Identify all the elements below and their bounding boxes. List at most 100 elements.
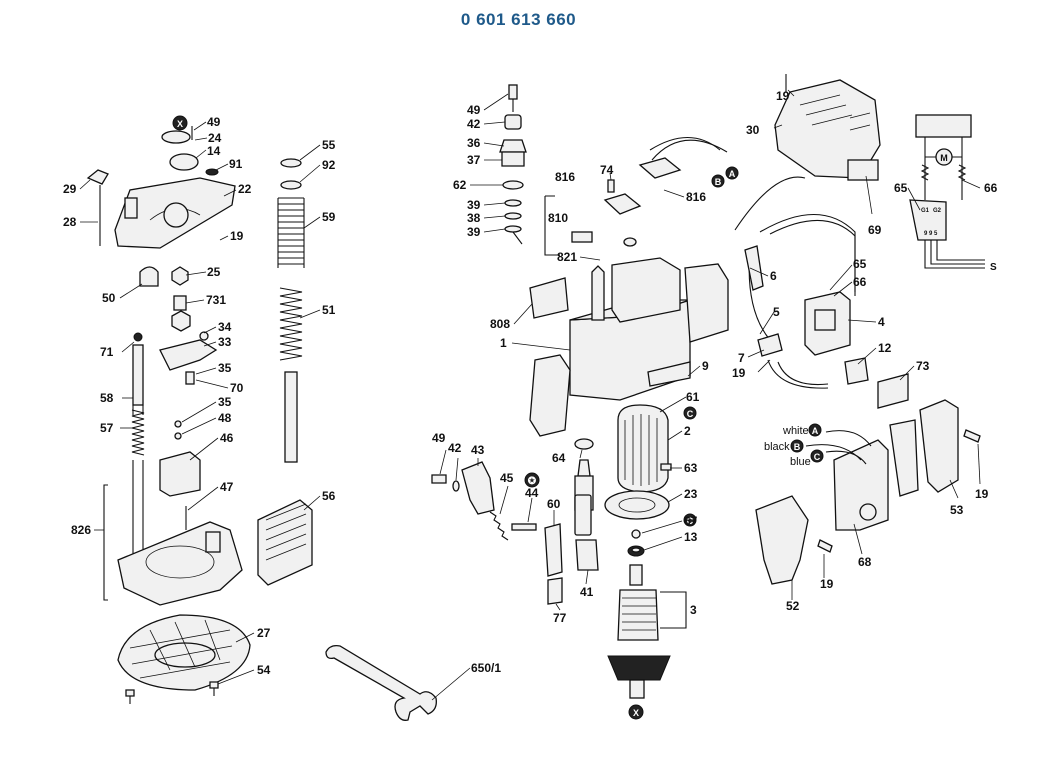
callout-42b: 42 <box>448 441 462 455</box>
callout-71: 71 <box>100 345 114 359</box>
callout-38: 38 <box>467 211 481 225</box>
callout-57: 57 <box>100 421 114 435</box>
part-77 <box>547 577 563 605</box>
part-number-title: 0 601 613 660 <box>460 10 577 29</box>
part-71-ball <box>133 332 143 342</box>
part-23-baffle <box>604 490 670 520</box>
callout-52: 52 <box>786 599 800 613</box>
callout-731: 731 <box>206 293 226 307</box>
callout-1: 1 <box>500 336 507 350</box>
callout-67: 67 <box>684 514 698 528</box>
wire-label-black: black <box>764 441 790 453</box>
part-36 <box>499 139 527 153</box>
callout-27: 27 <box>257 626 271 640</box>
part-33-bracket <box>159 339 218 371</box>
callout-77: 77 <box>553 611 567 625</box>
leader-lines <box>79 89 981 701</box>
callout-816a: 816 <box>555 170 575 184</box>
part-53-handle <box>919 399 959 493</box>
callout-650-1: 650/1 <box>471 661 501 675</box>
svg-text:A: A <box>812 426 819 436</box>
svg-text:B: B <box>794 442 801 452</box>
part-24 <box>161 130 191 144</box>
callout-19e: 19 <box>820 577 834 591</box>
wiring-schematic: M G1 G2 9 9 5 S <box>909 114 997 273</box>
switch-parts <box>804 291 909 409</box>
wire-label-white: white <box>782 425 809 437</box>
spindle-lock-parts <box>499 84 527 245</box>
part-14-bearing <box>169 153 199 171</box>
part-6-cable <box>744 245 764 291</box>
callout-65b: 65 <box>894 181 908 195</box>
part-19-screw-right <box>963 429 981 443</box>
part-25-nut <box>171 266 189 286</box>
callout-61: 61 <box>686 390 700 404</box>
marker-x-top <box>172 115 188 131</box>
part-826-base <box>117 521 243 606</box>
part-91-ring <box>205 168 219 176</box>
part-60b <box>544 523 563 577</box>
callout-54: 54 <box>257 663 271 677</box>
callout-30: 30 <box>746 123 760 137</box>
callout-39b: 39 <box>467 225 481 239</box>
marker-c-mid <box>683 406 697 420</box>
marker-x-bottom <box>628 704 644 720</box>
callout-44: 44 <box>525 486 539 500</box>
callout-14: 14 <box>207 144 221 158</box>
callout-43: 43 <box>471 443 485 457</box>
callout-37: 37 <box>467 153 481 167</box>
callout-53: 53 <box>950 503 964 517</box>
marker-star <box>524 472 540 488</box>
callout-45: 45 <box>500 471 514 485</box>
part-58-rod <box>132 344 144 406</box>
part-9-label <box>647 361 691 387</box>
marker-a-white <box>808 423 822 437</box>
callout-68: 68 <box>858 555 872 569</box>
svg-text:C: C <box>687 516 694 526</box>
base-assembly <box>86 126 251 704</box>
part-49-screw-b <box>431 474 447 484</box>
callout-47: 47 <box>220 480 234 494</box>
callout-816b: 816 <box>686 190 706 204</box>
marker-c-low <box>683 513 697 527</box>
callout-70: 70 <box>230 381 244 395</box>
svg-text:X: X <box>177 119 183 129</box>
callout-60: 60 <box>547 497 561 511</box>
callout-13: 13 <box>684 530 698 544</box>
callout-51: 51 <box>322 303 336 317</box>
callout-29: 29 <box>63 182 77 196</box>
callout-35b: 35 <box>218 395 232 409</box>
callout-63: 63 <box>684 461 698 475</box>
part-67 <box>631 529 641 539</box>
callout-19b: 19 <box>732 366 746 380</box>
callout-92: 92 <box>322 158 336 172</box>
callout-46: 46 <box>220 431 234 445</box>
callout-7: 7 <box>738 351 745 365</box>
handle-parts <box>431 461 563 605</box>
callout-49c: 49 <box>432 431 446 445</box>
part-49-screw <box>508 84 518 100</box>
marker-b-black <box>790 439 804 453</box>
schematic-switch <box>909 199 947 241</box>
callout-labels: 49 24 14 91 29 22 28 19 25 50 731 34 33 … <box>63 89 998 677</box>
part-64-ring <box>574 438 594 450</box>
svg-text:✪: ✪ <box>527 475 537 487</box>
callout-36: 36 <box>467 136 481 150</box>
schematic-term-g1: G1 <box>921 208 930 214</box>
callout-5: 5 <box>773 305 780 319</box>
part-57-spring <box>131 409 145 456</box>
callout-810: 810 <box>548 211 568 225</box>
callout-6: 6 <box>770 269 777 283</box>
callout-808: 808 <box>490 317 510 331</box>
callout-25: 25 <box>207 265 221 279</box>
part-73 <box>877 373 909 409</box>
schematic-end-label: S <box>990 262 997 273</box>
svg-text:C: C <box>814 452 821 462</box>
part-column-rod <box>284 371 298 463</box>
part-59-bellows <box>278 197 304 265</box>
callout-3: 3 <box>690 603 697 617</box>
marker-b-top <box>711 174 725 188</box>
callout-39a: 39 <box>467 198 481 212</box>
callout-22: 22 <box>238 182 252 196</box>
callout-23: 23 <box>684 487 698 501</box>
